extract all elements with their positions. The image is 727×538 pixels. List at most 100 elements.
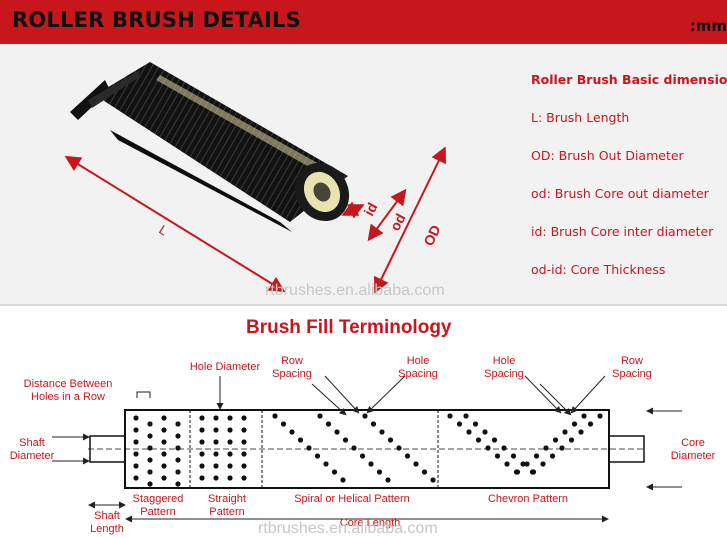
fill-hole-dot bbox=[597, 413, 603, 419]
fill-hole-dot bbox=[501, 445, 507, 451]
fill-hole-dot bbox=[421, 469, 428, 475]
fill-hole-dot bbox=[175, 457, 181, 463]
fill-hole-dot bbox=[133, 439, 139, 445]
fill-hole-dot bbox=[510, 453, 517, 459]
fill-hole-dot bbox=[543, 445, 549, 451]
fill-hole-dot bbox=[323, 461, 329, 467]
unit-label: :mm bbox=[689, 17, 727, 35]
fill-hole-dot bbox=[175, 421, 181, 427]
fill-hole-dot bbox=[241, 439, 247, 445]
fill-hole-dot bbox=[334, 429, 340, 435]
label-staggered-pattern: Staggered Pattern bbox=[132, 493, 184, 518]
label-row-spacing-2: Row Spacing bbox=[612, 355, 652, 380]
fill-hole-dot bbox=[475, 437, 482, 443]
fill-hole-dot bbox=[552, 437, 559, 443]
fill-hole-dot bbox=[161, 451, 167, 457]
fill-hole-dot bbox=[133, 427, 139, 433]
fill-hole-dot bbox=[147, 421, 153, 427]
fill-hole-dot bbox=[530, 469, 537, 475]
fill-hole-dot bbox=[175, 481, 181, 487]
fill-hole-dot bbox=[342, 437, 349, 443]
fill-hole-dot bbox=[272, 413, 278, 419]
fill-hole-dot bbox=[472, 421, 479, 427]
fill-hole-dot bbox=[289, 429, 295, 435]
label-shaft-diameter: Shaft Diameter bbox=[9, 437, 55, 462]
label-hole-spacing-2: Hole Spacing bbox=[484, 355, 524, 380]
fill-hole-dot bbox=[147, 433, 153, 439]
fill-hole-dot bbox=[379, 429, 385, 435]
fill-hole-dot bbox=[199, 463, 205, 469]
fill-hole-dot bbox=[199, 427, 205, 433]
terminology-title: Brush Fill Terminology bbox=[246, 317, 452, 338]
fill-hole-dot bbox=[524, 461, 530, 467]
fill-hole-dot bbox=[227, 463, 233, 469]
fill-hole-dot bbox=[540, 461, 546, 467]
fill-hole-dot bbox=[533, 453, 540, 459]
watermark-bottom: rtbrushes.en.alibaba.com bbox=[258, 520, 438, 537]
fill-hole-dot bbox=[199, 451, 205, 457]
fill-hole-dot bbox=[387, 437, 394, 443]
brush-fill-diagram bbox=[88, 409, 646, 489]
fill-hole-dot bbox=[161, 427, 167, 433]
fill-hole-dot bbox=[359, 453, 366, 459]
fill-hole-dot bbox=[587, 421, 594, 427]
fill-hole-dot bbox=[175, 445, 181, 451]
watermark-top: rtbrushes.en.alibaba.com bbox=[265, 282, 445, 299]
fill-hole-dot bbox=[466, 429, 472, 435]
fill-hole-dot bbox=[396, 445, 402, 451]
fill-hole-dot bbox=[161, 439, 167, 445]
fill-hole-dot bbox=[362, 413, 368, 419]
fill-hole-dot bbox=[133, 475, 139, 481]
fill-hole-dot bbox=[430, 477, 436, 483]
fill-hole-dot bbox=[147, 481, 153, 487]
fill-hole-dot bbox=[306, 445, 312, 451]
dimension-arrow-icon bbox=[64, 146, 446, 294]
fill-hole-dot bbox=[175, 469, 181, 475]
fill-hole-dot bbox=[161, 475, 167, 481]
fill-hole-dot bbox=[133, 415, 139, 421]
fill-hole-dot bbox=[241, 475, 247, 481]
fill-hole-dot bbox=[331, 469, 338, 475]
label-id: id bbox=[361, 200, 381, 219]
fill-hole-dot bbox=[463, 413, 469, 419]
dimension-item: id: Brush Core inter diameter bbox=[531, 224, 714, 239]
fill-hole-dot bbox=[549, 453, 556, 459]
fill-hole-dot bbox=[581, 413, 587, 419]
fill-hole-dot bbox=[385, 477, 391, 483]
label-hole-diameter: Hole Diameter bbox=[189, 361, 261, 373]
fill-hole-dot bbox=[147, 445, 153, 451]
fill-hole-dot bbox=[404, 453, 411, 459]
fill-hole-dot bbox=[199, 439, 205, 445]
fill-hole-dot bbox=[482, 429, 488, 435]
fill-hole-dot bbox=[161, 415, 167, 421]
label-shaft-length: Shaft Length bbox=[90, 510, 124, 535]
fill-hole-dot bbox=[133, 451, 139, 457]
header-bar: ROLLER BRUSH DETAILS :mm bbox=[0, 0, 727, 44]
label-od: od bbox=[387, 211, 409, 234]
label-spiral-pattern: Spiral or Helical Pattern bbox=[294, 493, 410, 505]
fill-hole-dot bbox=[175, 433, 181, 439]
fill-hole-dot bbox=[485, 445, 491, 451]
fill-hole-dot bbox=[213, 415, 219, 421]
label-core-diameter: Core Diameter bbox=[670, 437, 716, 462]
fill-hole-dot bbox=[227, 415, 233, 421]
label-chevron-pattern: Chevron Pattern bbox=[487, 493, 569, 505]
dimension-item: L: Brush Length bbox=[531, 110, 630, 125]
terminology-leaders bbox=[52, 375, 682, 523]
fill-hole-dot bbox=[199, 475, 205, 481]
dimension-item: od-id: Core Thickness bbox=[531, 262, 666, 277]
fill-hole-dot bbox=[340, 477, 346, 483]
fill-hole-dot bbox=[241, 415, 247, 421]
fill-hole-dot bbox=[504, 461, 510, 467]
fill-hole-dot bbox=[578, 429, 584, 435]
fill-hole-dot bbox=[161, 463, 167, 469]
roller-brush-photo-icon bbox=[70, 62, 350, 232]
page-title: ROLLER BRUSH DETAILS bbox=[12, 8, 301, 32]
fill-hole-dot bbox=[213, 439, 219, 445]
fill-hole-dot bbox=[213, 475, 219, 481]
fill-hole-dot bbox=[494, 453, 501, 459]
fill-hole-dot bbox=[213, 427, 219, 433]
fill-hole-dot bbox=[227, 439, 233, 445]
fill-hole-dot bbox=[368, 461, 374, 467]
